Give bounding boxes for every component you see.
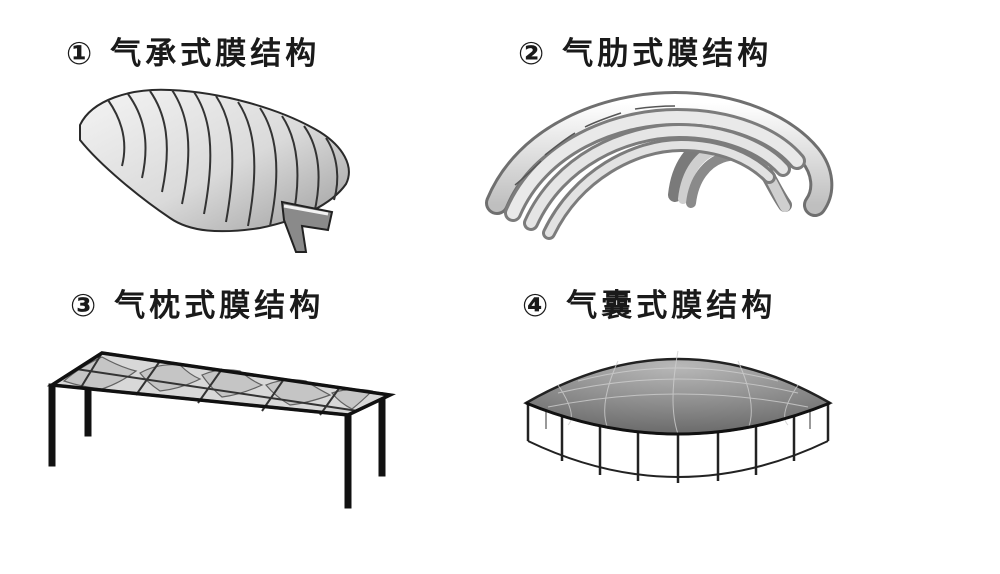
panel-3-label: ③ 气枕式膜结构 (70, 280, 324, 325)
panel-2-number: ② (518, 36, 549, 72)
panel-3-title: 气枕式膜结构 (114, 288, 325, 324)
panel-4-number: ④ (522, 288, 553, 324)
panel-2-label: ② 气肋式膜结构 (518, 28, 772, 73)
panel-4-label: ④ 气囊式膜结构 (522, 280, 776, 325)
panel-3-number: ③ (70, 288, 101, 324)
air-bag-membrane-icon (523, 350, 833, 483)
air-rib-membrane-icon (485, 90, 834, 240)
panel-4-title: 气囊式膜结构 (566, 288, 777, 324)
panel-1-number: ① (66, 36, 97, 72)
air-cushion-membrane-icon (46, 351, 396, 509)
air-supported-membrane-icon (79, 88, 350, 253)
panel-1-title: 气承式膜结构 (110, 36, 321, 72)
panel-2-title: 气肋式膜结构 (562, 36, 773, 72)
panel-1-label: ① 气承式膜结构 (66, 28, 320, 73)
